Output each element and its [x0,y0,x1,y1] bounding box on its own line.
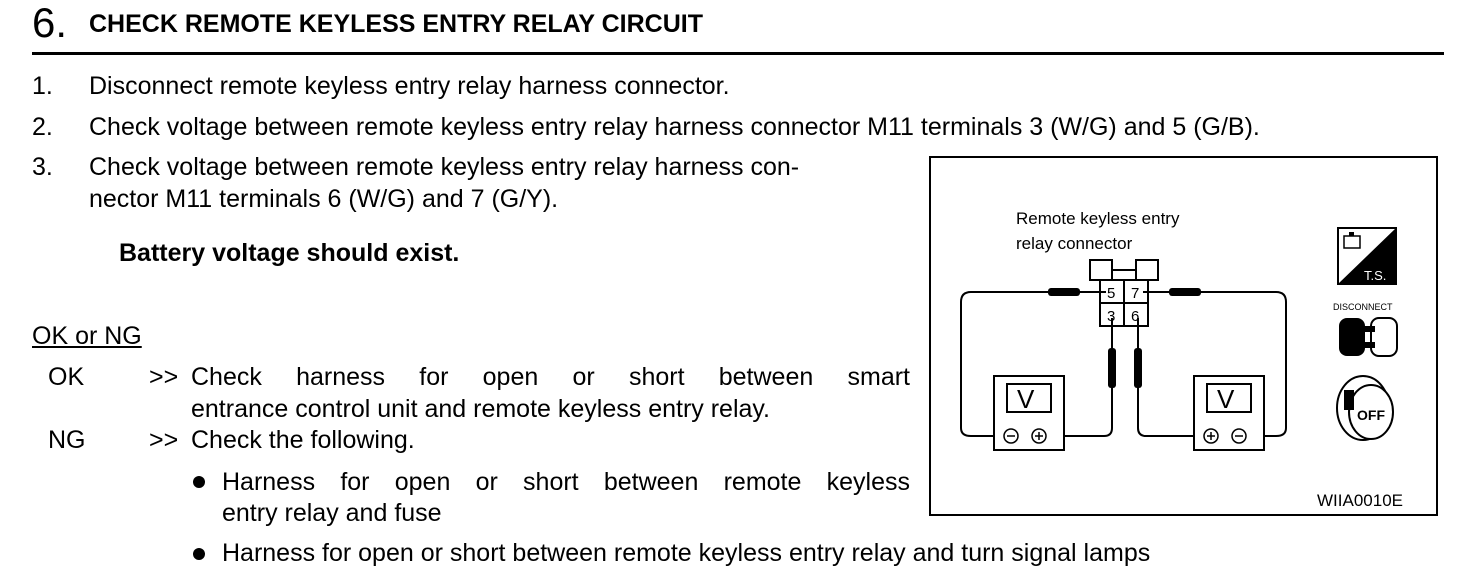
bullet-2-line1: Harness for open or short between remote… [222,539,1151,567]
disconnect-icon [1339,317,1398,357]
step-1-text: Disconnect remote keyless entry relay ha… [89,72,730,100]
figure-code: WIIA0010E [1317,491,1403,510]
header-divider [32,52,1444,55]
step-3-text-line2: nector M11 terminals 6 (W/G) and 7 (G/Y)… [89,185,559,213]
left-voltmeter-symbol: V [1017,384,1035,414]
ts-label: T.S. [1364,268,1386,283]
connector-label-line2: relay connector [1016,234,1133,253]
terminal-3: 3 [1107,308,1115,325]
step-3-number: 3. [32,153,53,181]
terminal-7: 7 [1131,285,1139,302]
step-2-text: Check voltage between remote keyless ent… [89,113,1260,141]
bullet-2-dot [193,548,205,560]
ok-arrow: >> [149,363,179,391]
ts-icon [1337,227,1397,285]
diagram-svg: Remote keyless entry relay connector 5 7… [960,209,1403,510]
right-voltmeter-symbol: V [1217,384,1235,414]
ng-action: Check the following. [191,426,415,454]
test-leads [960,291,1287,437]
ng-label: NG [48,426,86,454]
relay-connector [1089,259,1159,327]
step-number: 6. [32,0,68,46]
step-title: CHECK REMOTE KEYLESS ENTRY RELAY CIRCUIT [89,10,703,38]
step-2-number: 2. [32,113,53,141]
bullet-1-dot [193,476,205,488]
ok-label: OK [48,363,85,391]
ignition-off-label: OFF [1357,407,1385,423]
terminal-5: 5 [1107,285,1115,302]
left-voltmeter [993,375,1065,451]
ok-action-line2: entrance control unit and remote keyless… [191,395,770,423]
disconnect-label: DISCONNECT [1333,302,1393,312]
result-heading: OK or NG [32,322,142,350]
probe-tips [1048,288,1201,388]
bullet-1-line1: Harness for open or short between remote… [222,468,910,496]
step-1-number: 1. [32,72,53,100]
connector-label-line1: Remote keyless entry [1016,209,1180,228]
step-3-text-line1: Check voltage between remote keyless ent… [89,153,800,181]
bullet-1-line2: entry relay and fuse [222,499,442,527]
right-voltmeter [1193,375,1265,451]
ng-arrow: >> [149,426,179,454]
ok-action-line1: Check harness for open or short between … [191,363,910,391]
expected-result: Battery voltage should exist. [119,239,460,267]
terminal-6: 6 [1131,308,1139,325]
wiring-diagram: Remote keyless entry relay connector 5 7… [929,156,1438,516]
ignition-off-icon [1336,375,1394,441]
